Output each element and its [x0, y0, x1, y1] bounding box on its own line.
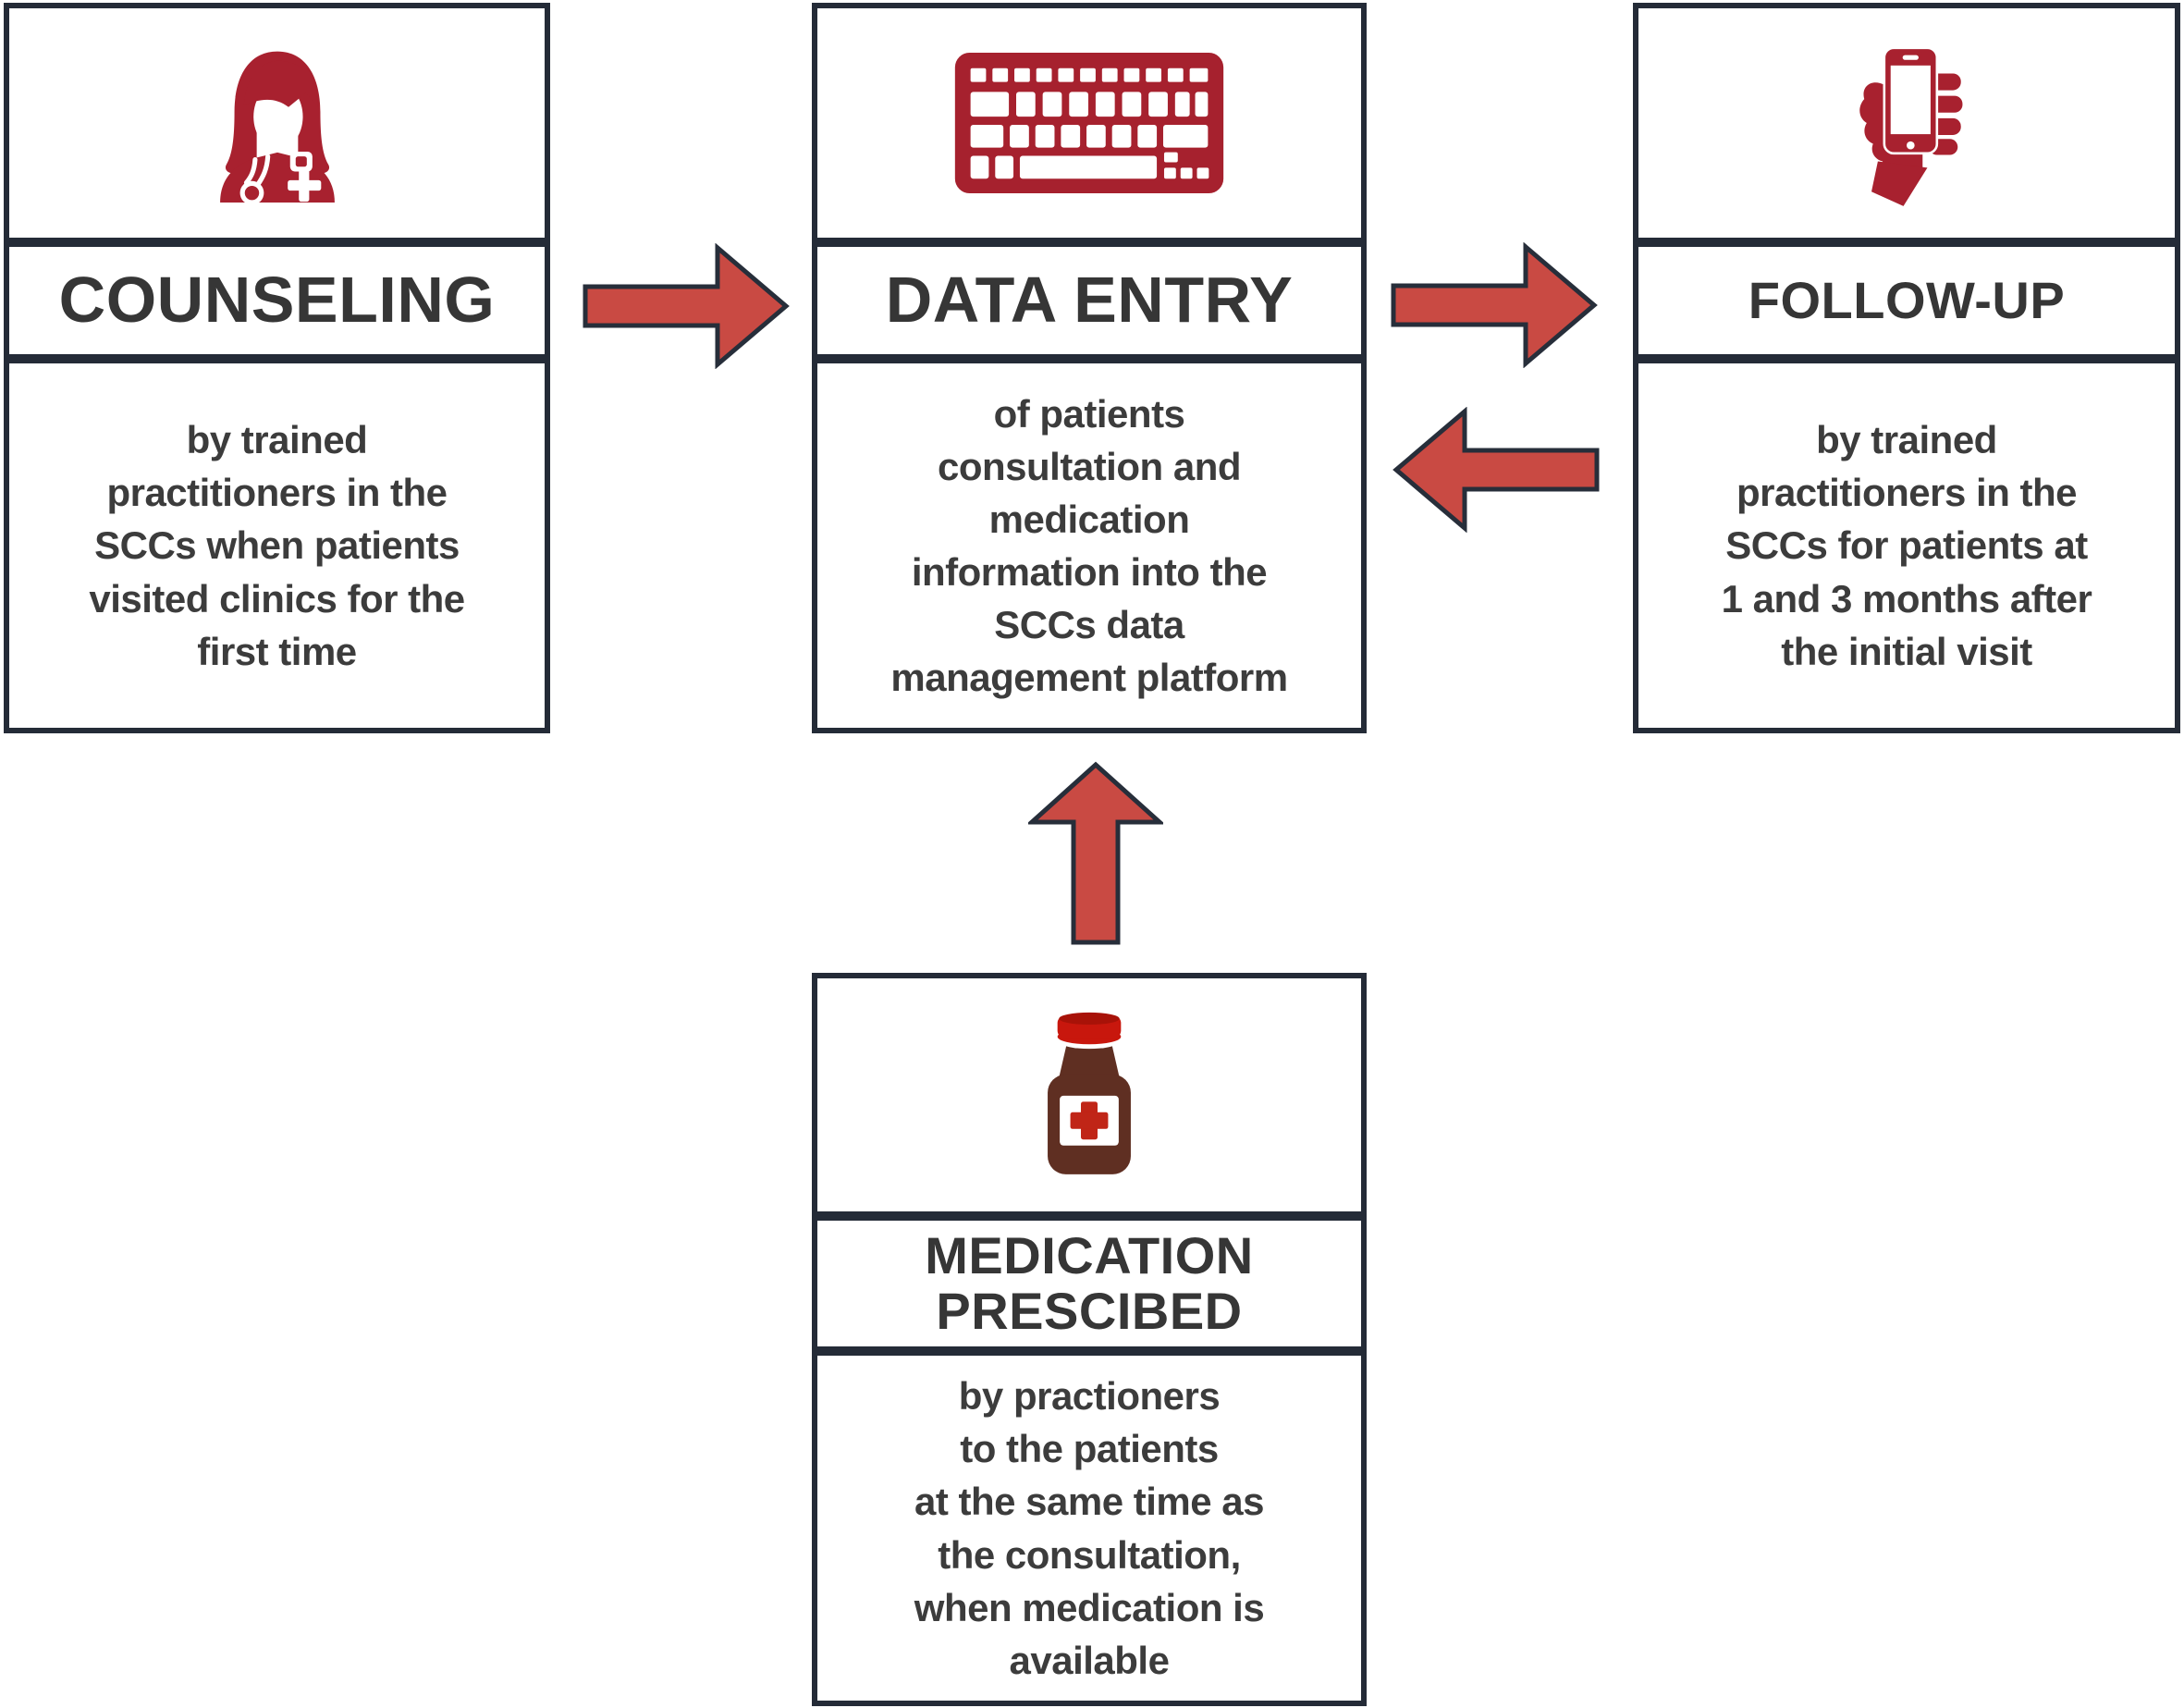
follow-up-body-band: by trained practitioners in the SCCs for…: [1633, 358, 2180, 733]
phone-in-hand-icon: [1859, 46, 1963, 206]
data-entry-body-text: of patients consultation and medication …: [890, 391, 1288, 700]
data-entry-title-band: DATA ENTRY: [812, 241, 1367, 360]
medication-title-band: MEDICATION PRESCIBED: [812, 1215, 1367, 1352]
arrow-follow-up-to-data-entry: [1393, 407, 1600, 533]
counseling-box: COUNSELING by trained practitioners in t…: [4, 3, 550, 733]
follow-up-body-text: by trained practitioners in the SCCs for…: [1721, 418, 2092, 673]
data-entry-icon-section: [812, 3, 1367, 243]
follow-up-icon-section: [1633, 3, 2180, 243]
counseling-body-band: by trained practitioners in the SCCs whe…: [4, 358, 550, 733]
arrow-counseling-to-data-entry: [583, 243, 790, 369]
medication-body-band: by practioners to the patients at the sa…: [812, 1350, 1367, 1706]
follow-up-box: FOLLOW-UP by trained practitioners in th…: [1633, 3, 2180, 733]
medication-body-text: by practioners to the patients at the sa…: [914, 1374, 1265, 1682]
counseling-icon-section: [4, 3, 550, 243]
data-entry-box: DATA ENTRY of patients consultation and …: [812, 3, 1367, 733]
data-entry-body-band: of patients consultation and medication …: [812, 358, 1367, 733]
follow-up-title-band: FOLLOW-UP: [1633, 241, 2180, 360]
counseling-body-text: by trained practitioners in the SCCs whe…: [89, 418, 465, 673]
counseling-title-band: COUNSELING: [4, 241, 550, 360]
counseling-title: COUNSELING: [58, 264, 496, 337]
arrow-medication-to-data-entry: [1028, 761, 1163, 945]
medicine-bottle-icon: [1048, 1012, 1131, 1174]
medication-title: MEDICATION PRESCIBED: [925, 1225, 1254, 1340]
medication-icon-section: [812, 973, 1367, 1217]
keyboard-icon: [954, 52, 1224, 194]
data-entry-title: DATA ENTRY: [885, 264, 1294, 337]
follow-up-title: FOLLOW-UP: [1748, 270, 2066, 329]
nurse-icon: [219, 51, 335, 204]
medication-box: MEDICATION PRESCIBED by practioners to t…: [812, 973, 1367, 1706]
arrow-data-entry-to-follow-up: [1391, 242, 1598, 368]
